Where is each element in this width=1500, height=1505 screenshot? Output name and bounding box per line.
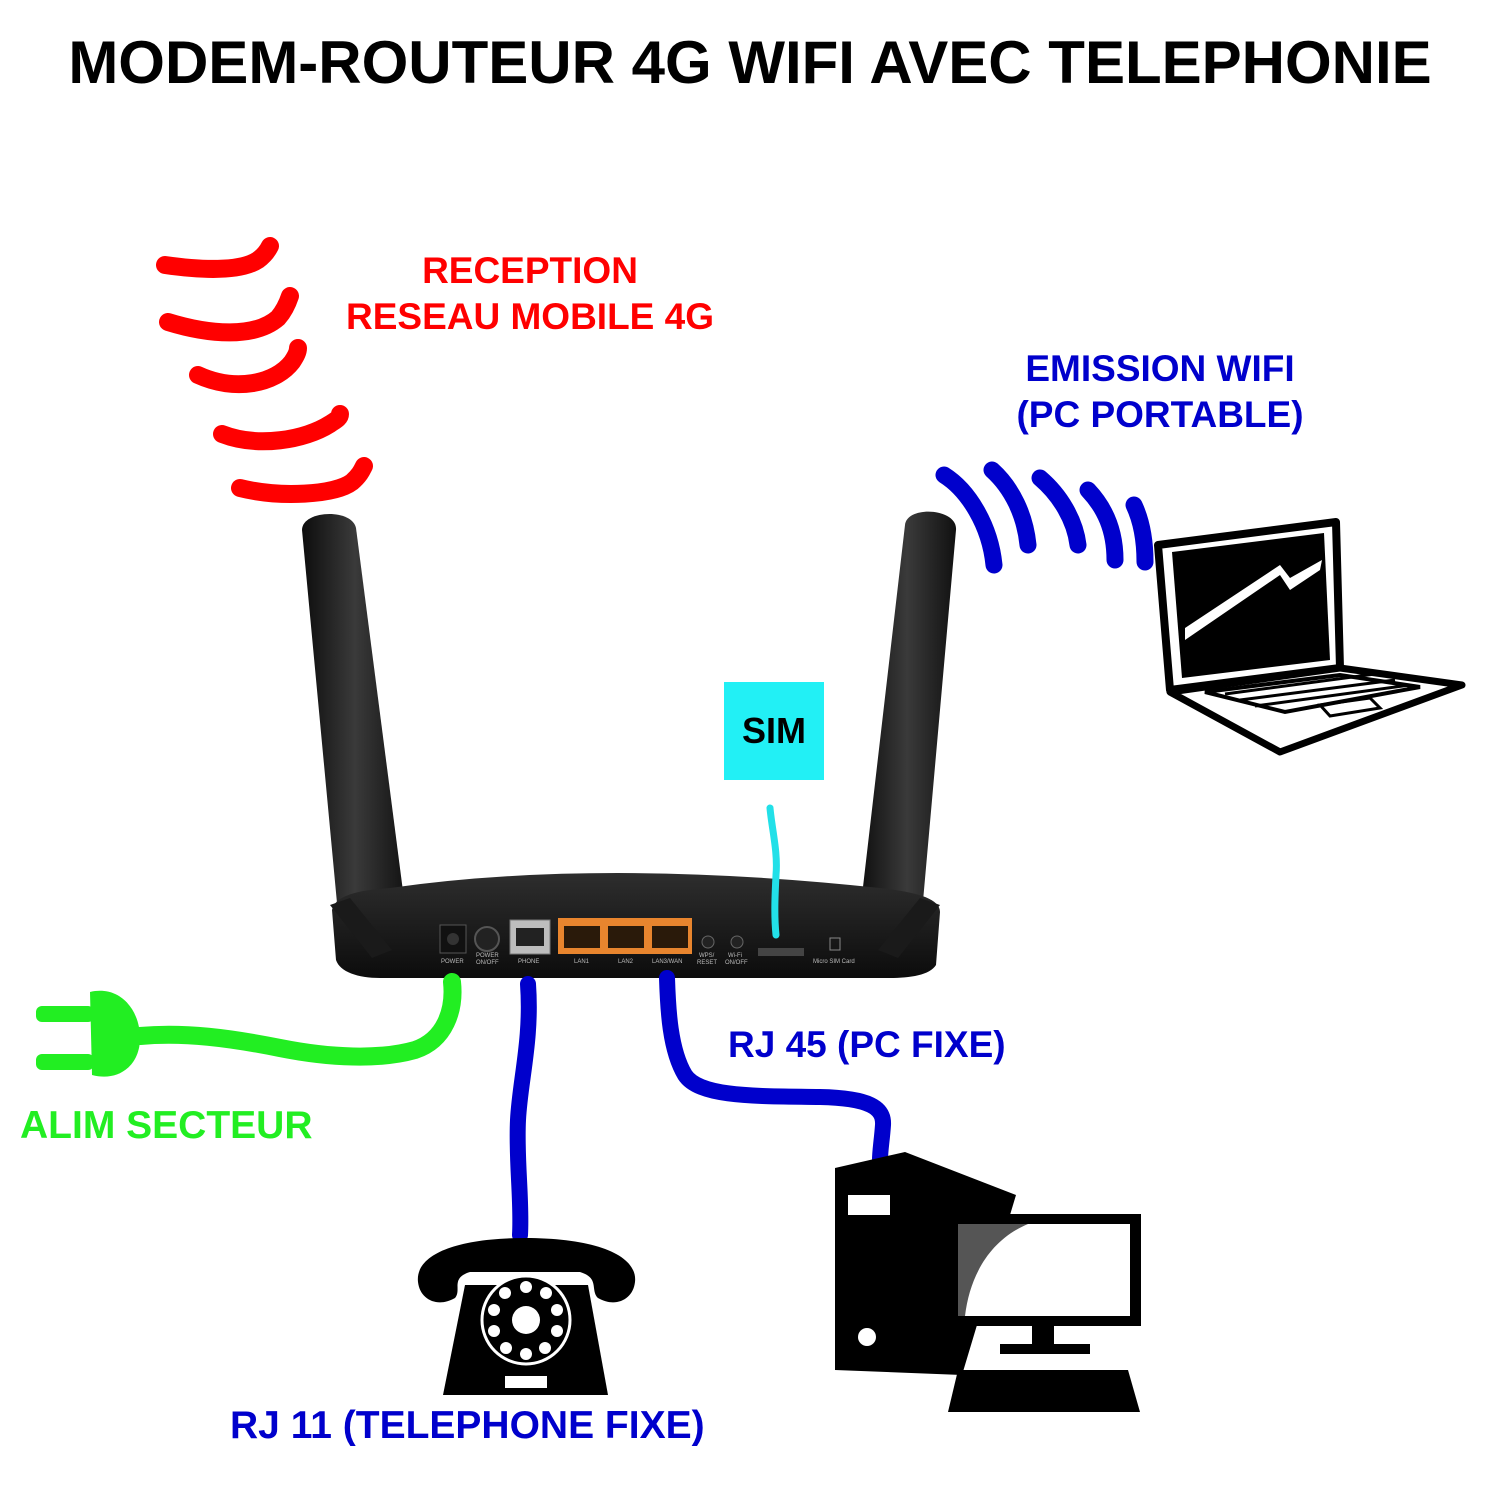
rj45-label: RJ 45 (PC FIXE) bbox=[728, 1024, 1006, 1065]
port-label-microsim: Micro SIM Card bbox=[813, 959, 855, 965]
router-icon: POWER POWER ON/OFF PHONE LAN1 LAN2 LAN3/… bbox=[302, 511, 957, 978]
rj11-cable bbox=[509, 976, 537, 1243]
4g-signal-waves-icon bbox=[156, 237, 373, 503]
desktop-pc-icon bbox=[835, 1152, 1141, 1412]
rj11-label: RJ 11 (TELEPHONE FIXE) bbox=[230, 1404, 705, 1447]
port-label-power-onoff: POWER bbox=[476, 953, 499, 959]
wifi-label-line2: (PC PORTABLE) bbox=[1016, 394, 1304, 435]
page-title: MODEM-ROUTEUR 4G WIFI AVEC TELEPHONIE bbox=[68, 29, 1432, 96]
port-label-phone: PHONE bbox=[518, 959, 539, 965]
power-supply-label: ALIM SECTEUR bbox=[20, 1104, 313, 1147]
sim-wire bbox=[766, 804, 780, 939]
port-label-wps: WPS/ bbox=[699, 953, 715, 959]
reception-label-line2: RESEAU MOBILE 4G bbox=[346, 296, 714, 337]
port-label-lan1: LAN1 bbox=[574, 959, 590, 965]
port-label-lan3: LAN3/WAN bbox=[652, 959, 682, 965]
sim-card-box: SIM bbox=[724, 682, 824, 780]
port-label-power: POWER bbox=[441, 959, 464, 965]
power-plug-icon bbox=[36, 973, 462, 1077]
rj45-cable bbox=[659, 970, 891, 1168]
port-label-power-onoff-2: ON/OFF bbox=[476, 960, 499, 966]
port-label-reset: RESET bbox=[697, 960, 717, 966]
wifi-label-line1: EMISSION WIFI bbox=[1025, 348, 1295, 389]
port-label-wifi: Wi-Fi bbox=[728, 953, 742, 959]
laptop-icon bbox=[1154, 518, 1466, 756]
port-label-lan2: LAN2 bbox=[618, 959, 634, 965]
port-label-wifi-onoff: ON/OFF bbox=[725, 960, 748, 966]
rotary-phone-icon bbox=[417, 1238, 636, 1395]
wifi-waves-icon bbox=[935, 461, 1154, 574]
reception-label-line1: RECEPTION bbox=[422, 250, 638, 291]
